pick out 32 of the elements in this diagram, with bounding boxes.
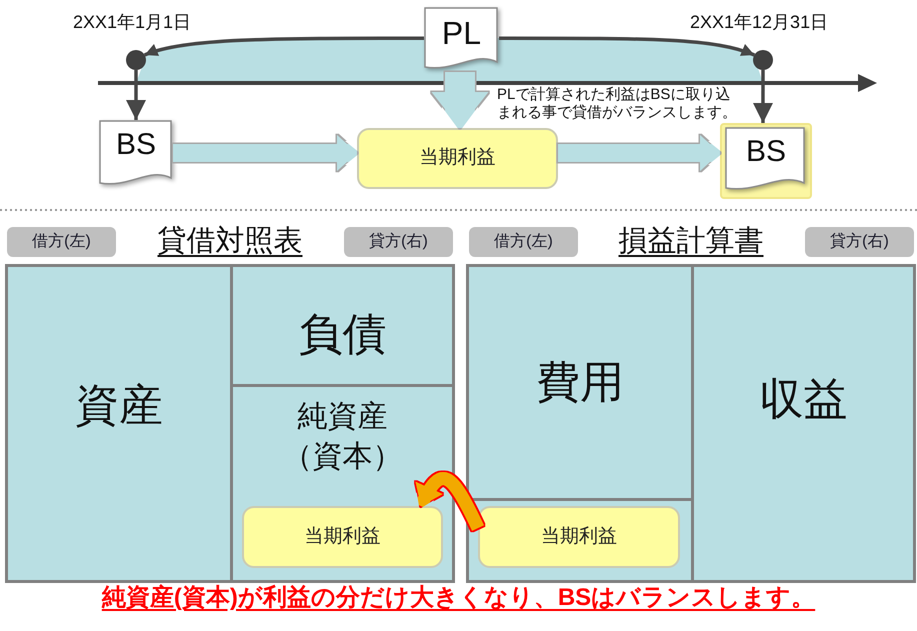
side-tag: 貸方(右) bbox=[344, 227, 453, 257]
table-cell bbox=[469, 267, 694, 501]
document-label: BS bbox=[746, 137, 786, 167]
block-arrow bbox=[558, 135, 720, 172]
arrow bbox=[752, 70, 773, 123]
curved-arrow bbox=[499, 36, 755, 57]
box-label: 当期利益 bbox=[420, 146, 496, 170]
table-title: 貸借対照表 bbox=[158, 224, 302, 259]
cell-label: 負債 bbox=[298, 310, 386, 360]
caption-text: 純資産(資本)が利益の分だけ大きくなり、BSはバランスします。 bbox=[102, 583, 816, 613]
box-label: 当期利益 bbox=[304, 524, 380, 549]
cell-label: 資産 bbox=[75, 380, 163, 430]
document-label: PL bbox=[442, 17, 482, 49]
rounded-box bbox=[478, 506, 680, 568]
cell-label: 収益 bbox=[760, 374, 848, 424]
document-shape bbox=[720, 123, 812, 199]
note-text: PLで計算された利益はBSに取り込まれる事で貸借がバランスします。 bbox=[497, 86, 738, 122]
date-label: 2XX1年1月1日 bbox=[73, 12, 192, 32]
cell-label: 費用 bbox=[536, 358, 624, 408]
arrow bbox=[126, 70, 146, 120]
document-label: BS bbox=[116, 130, 156, 160]
side-tag: 借方(左) bbox=[469, 227, 578, 257]
block-arrow bbox=[173, 135, 357, 171]
cell-label: 純資産（資本） bbox=[282, 399, 404, 475]
date-label: 2XX1年12月31日 bbox=[690, 12, 828, 32]
box-label: 当期利益 bbox=[541, 524, 617, 549]
curved-arrow bbox=[144, 36, 424, 57]
table-title: 損益計算書 bbox=[618, 224, 764, 259]
side-tag: 貸方(右) bbox=[805, 227, 914, 257]
rounded-box bbox=[357, 128, 558, 189]
rounded-box bbox=[242, 506, 443, 568]
side-tag: 借方(左) bbox=[7, 227, 116, 257]
